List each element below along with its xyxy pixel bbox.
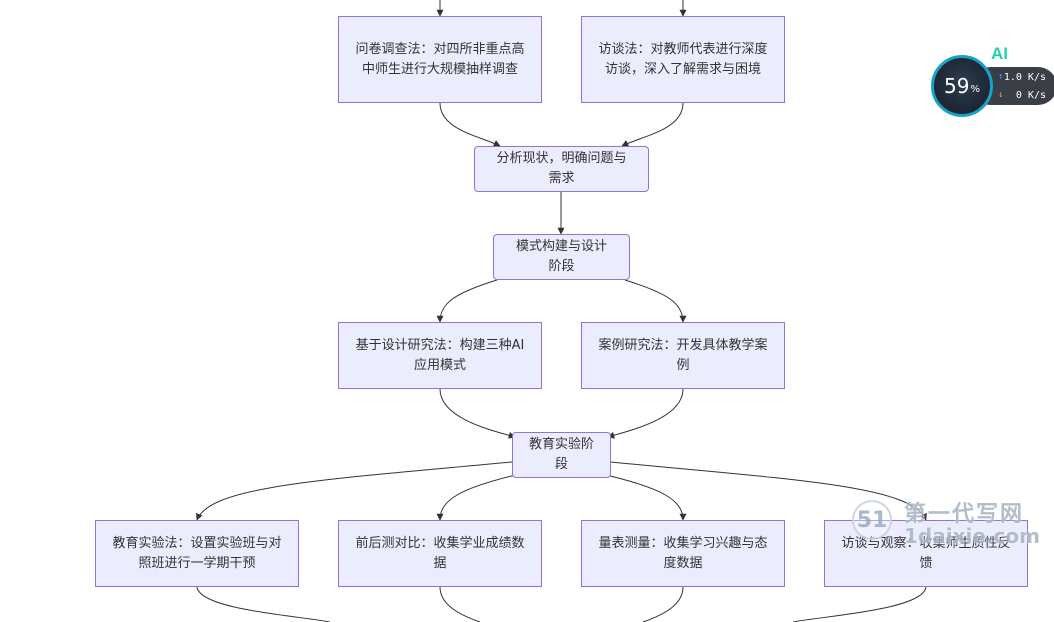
edge-scale-out bbox=[642, 586, 684, 622]
node-case-study-label: 案例研究法：开发具体教学案例 bbox=[598, 337, 768, 373]
upload-arrow-icon: ↑ bbox=[998, 72, 1004, 82]
edge-model-design-research bbox=[436, 279, 498, 323]
node-model-design[interactable]: 模式构建与设计阶段 bbox=[493, 234, 630, 280]
node-analysis-label: 分析现状，明确问题与需求 bbox=[496, 151, 627, 186]
system-monitor-widget[interactable]: 59% ↑ 1.0 K/s ↓ 0 K/s bbox=[931, 55, 1054, 117]
watermark-logo: 51 bbox=[852, 500, 892, 540]
node-pre-post[interactable]: 前后测对比：收集学业成绩数据 bbox=[338, 520, 542, 587]
node-model-design-label: 模式构建与设计阶段 bbox=[515, 239, 607, 274]
edge-model-case-study bbox=[624, 279, 687, 323]
node-pre-post-label: 前后测对比：收集学业成绩数据 bbox=[355, 535, 525, 571]
node-experiment-method-label: 教育实验法：设置实验班与对照班进行一学期干预 bbox=[112, 535, 282, 571]
load-percent-sign: % bbox=[970, 83, 980, 95]
edge-interview-analysis bbox=[621, 102, 684, 147]
node-questionnaire[interactable]: 问卷调查法：对四所非重点高中师生进行大规模抽样调查 bbox=[338, 16, 542, 103]
edge-experiment-interview-obs bbox=[609, 461, 927, 521]
node-design-research-label: 基于设计研究法：构建三种AI应用模式 bbox=[355, 337, 525, 373]
edge-interview-obs-out bbox=[792, 586, 927, 622]
node-questionnaire-label: 问卷调查法：对四所非重点高中师生进行大规模抽样调查 bbox=[355, 41, 525, 77]
node-case-study[interactable]: 案例研究法：开发具体教学案例 bbox=[581, 322, 785, 389]
download-speed: 0 K/s bbox=[1015, 90, 1046, 101]
load-gauge: 59% bbox=[931, 55, 993, 117]
node-experiment-phase-label: 教育实验阶段 bbox=[529, 437, 595, 472]
edge-questionnaire-analysis bbox=[439, 102, 501, 147]
node-scale-label: 量表测量：收集学习兴趣与态度数据 bbox=[598, 535, 768, 571]
load-percent: 59 bbox=[944, 74, 970, 98]
node-analysis[interactable]: 分析现状，明确问题与需求 bbox=[474, 146, 649, 192]
node-scale[interactable]: 量表测量：收集学习兴趣与态度数据 bbox=[581, 520, 785, 587]
download-arrow-icon: ↓ bbox=[998, 90, 1004, 100]
edge-experiment-scale bbox=[601, 473, 687, 521]
node-interview-label: 访谈法：对教师代表进行深度访谈，深入了解需求与困境 bbox=[598, 41, 768, 77]
edge-experiment-prepost bbox=[436, 473, 521, 521]
watermark-title: 第一代写网 bbox=[904, 502, 1025, 527]
ai-badge[interactable]: AI bbox=[991, 44, 1008, 63]
node-interview-obs-label: 访谈与观察：收集师生质性反馈 bbox=[841, 535, 1011, 571]
node-interview-obs[interactable]: 访谈与观察：收集师生质性反馈 bbox=[824, 520, 1028, 587]
node-interview[interactable]: 访谈法：对教师代表进行深度访谈，深入了解需求与困境 bbox=[581, 16, 785, 103]
node-experiment-phase[interactable]: 教育实验阶段 bbox=[512, 432, 611, 478]
edge-experiment-method bbox=[196, 461, 513, 521]
download-speed-row: ↓ 0 K/s bbox=[994, 90, 1046, 101]
watermark-domain: 1daixie.com bbox=[904, 524, 1040, 548]
node-design-research[interactable]: 基于设计研究法：构建三种AI应用模式 bbox=[338, 322, 542, 389]
edge-design-research-experiment bbox=[439, 388, 516, 439]
watermark: 51 第一代写网 1daixie.com bbox=[852, 492, 1052, 552]
node-experiment-method[interactable]: 教育实验法：设置实验班与对照班进行一学期干预 bbox=[95, 520, 299, 587]
edge-method-out bbox=[196, 586, 331, 622]
edge-case-study-experiment bbox=[607, 388, 684, 439]
edge-prepost-out bbox=[439, 586, 481, 622]
upload-speed: 1.0 K/s bbox=[1003, 72, 1046, 83]
upload-speed-row: ↑ 1.0 K/s bbox=[994, 72, 1046, 83]
